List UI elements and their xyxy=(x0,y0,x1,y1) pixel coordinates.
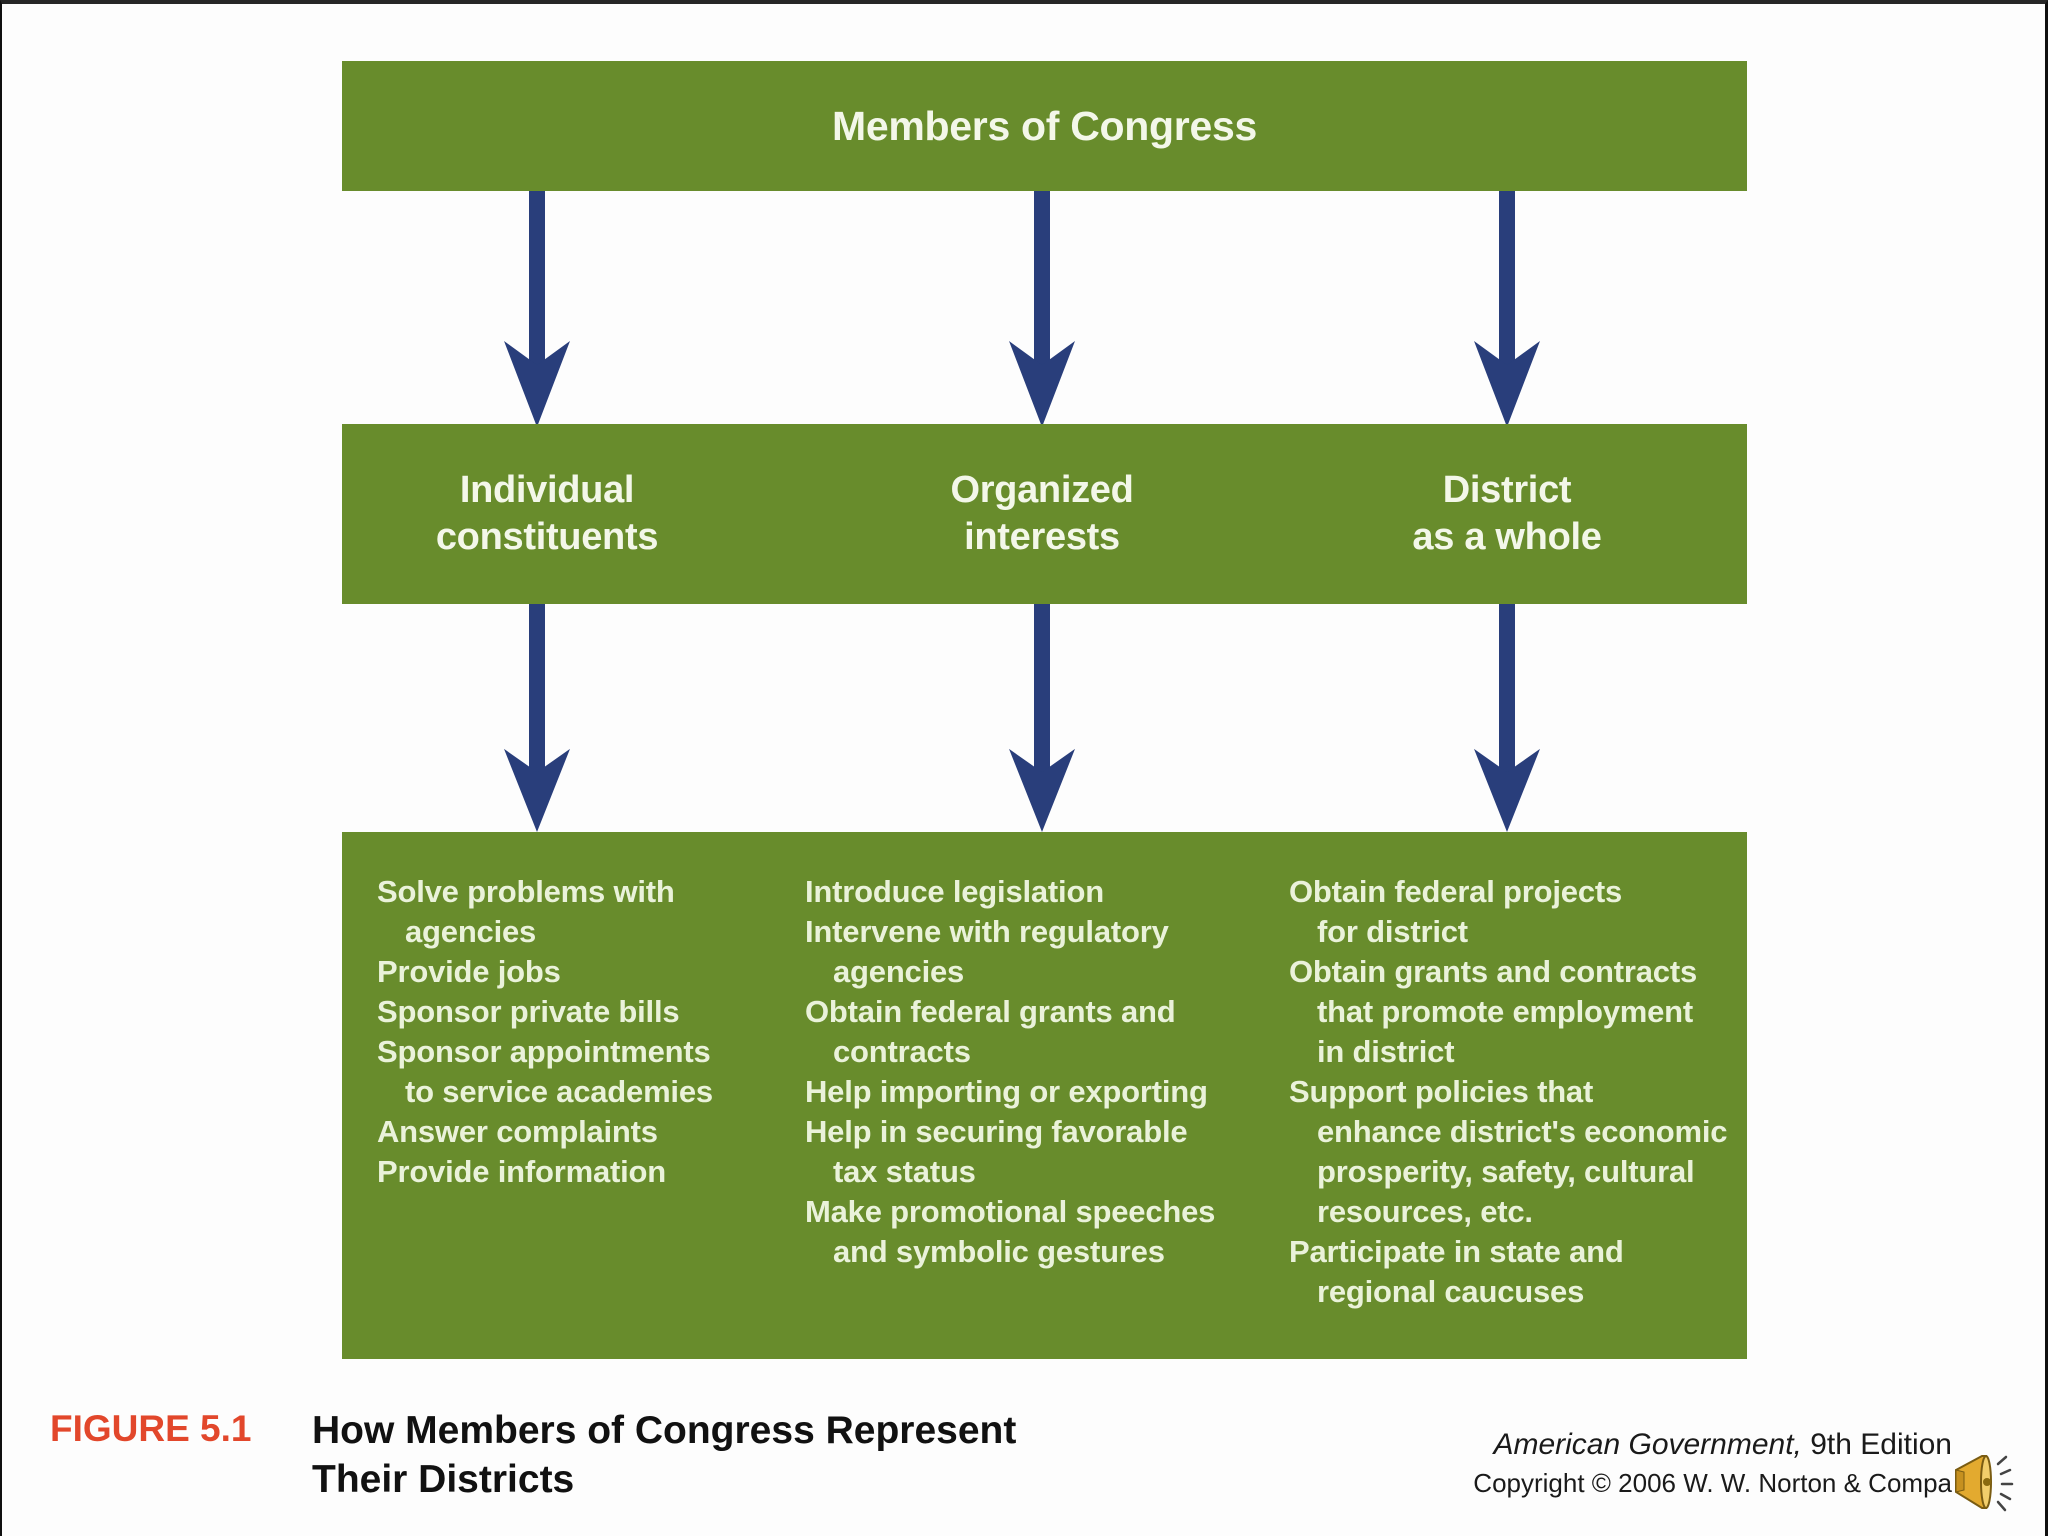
arrow-down-icon xyxy=(504,191,570,427)
list-item: Introduce legislation xyxy=(805,874,1104,909)
arrow-down-icon xyxy=(1474,604,1540,832)
book-edition-line: American Government, 9th Edition xyxy=(1473,1428,1952,1462)
edition-text: 9th Edition xyxy=(1801,1428,1952,1461)
arrow-down-icon xyxy=(1009,604,1075,832)
list-item: Provide jobs xyxy=(377,954,561,989)
arrow-down-icon xyxy=(1474,191,1540,427)
list-item: Provide information xyxy=(377,1154,667,1189)
speaker-icon[interactable] xyxy=(1952,1452,2018,1518)
arrow-down-icon xyxy=(1009,191,1075,427)
list-item: Sponsor private bills xyxy=(377,994,680,1029)
list-item: Help importing or exporting xyxy=(805,1074,1208,1109)
credit-block: American Government, 9th Edition Copyrig… xyxy=(1473,1428,1952,1499)
box-members-of-congress: Members of Congress xyxy=(342,61,1747,191)
book-title: American Government, xyxy=(1493,1428,1802,1461)
list-item: Answer complaints xyxy=(377,1114,658,1149)
figure-number-label: FIGURE 5.1 xyxy=(50,1408,252,1449)
arrow-down-icon xyxy=(504,604,570,832)
copyright-line: Copyright © 2006 W. W. Norton & Compa xyxy=(1473,1468,1952,1498)
members-of-congress-label: Members of Congress xyxy=(832,102,1257,149)
